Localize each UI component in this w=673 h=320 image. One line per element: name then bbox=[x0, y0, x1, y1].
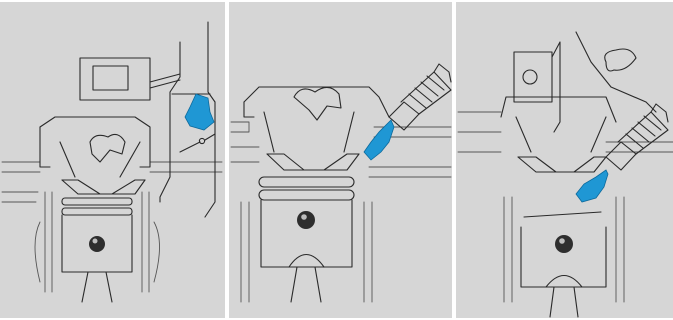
piston-icon bbox=[520, 211, 607, 318]
spark-plug-icon bbox=[605, 103, 669, 171]
injector-body-icon bbox=[159, 21, 216, 218]
valve-icon bbox=[61, 179, 146, 195]
piston-icon bbox=[258, 176, 355, 303]
valve-icon bbox=[266, 153, 360, 171]
cylinder-head-icon bbox=[39, 116, 151, 178]
direct-injection-drawing bbox=[230, 63, 452, 303]
spark-plug-icon bbox=[388, 63, 452, 131]
panel-direct-injection bbox=[229, 2, 452, 318]
port-injection-drawing bbox=[1, 21, 223, 303]
fuel-droplet-icon bbox=[184, 93, 215, 131]
intake-runner-icon bbox=[513, 31, 657, 133]
valve-icon bbox=[517, 156, 607, 173]
fuel-spray-icon bbox=[575, 169, 609, 203]
piston-icon bbox=[61, 197, 133, 303]
throttle-icon bbox=[79, 57, 181, 101]
fuel-spray-icon bbox=[363, 119, 395, 161]
panel-direct-injection-late bbox=[456, 2, 673, 318]
late-injection-drawing bbox=[457, 31, 673, 318]
cylinder-head-icon bbox=[500, 96, 617, 153]
panel-port-injection bbox=[0, 2, 225, 318]
cylinder-head-icon bbox=[243, 86, 390, 153]
